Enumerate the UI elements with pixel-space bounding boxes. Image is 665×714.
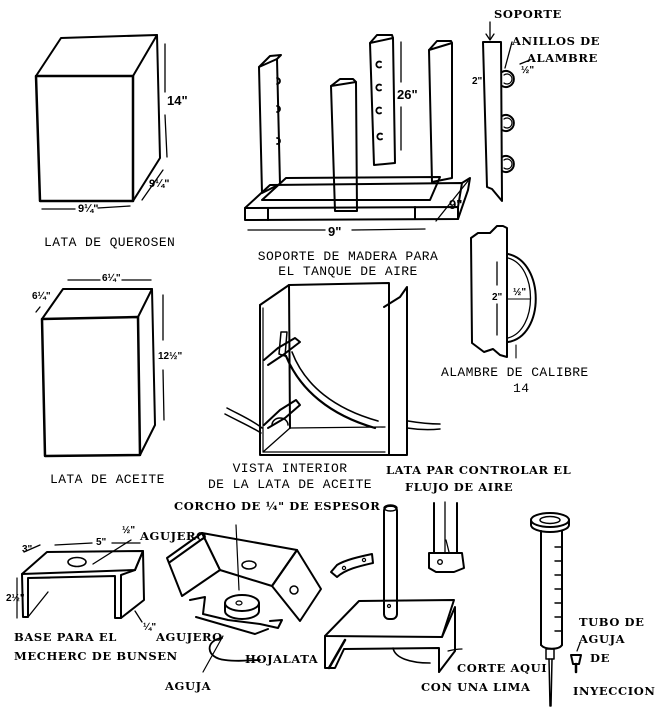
cut-here-label-line2: CON UNA LIMA <box>421 680 531 694</box>
bunsen-base-caption-line1: BASE PARA EL <box>14 630 117 644</box>
cut-here-label-line1: CORTE AQUI <box>457 661 548 675</box>
oil-can-width-label: 6¼" <box>102 273 121 284</box>
needle-tube-label-line4: INYECCION <box>573 684 656 698</box>
bunsen-base-caption-line2: MECHERC DE BUNSEN <box>14 649 178 663</box>
support-label: SOPORTE <box>494 7 562 21</box>
oil-can-height-label: 12½" <box>158 351 183 362</box>
curved-tin-strip-drawing <box>330 553 374 578</box>
ring-gap-label: ½" <box>521 65 535 76</box>
wire-loop-detail-drawing <box>470 225 537 359</box>
burner-stand-drawing <box>324 504 463 673</box>
kerosene-can-width-label: 9¼" <box>78 203 99 215</box>
side-hole-label: AGUJERO <box>156 630 223 644</box>
top-hole-size-label: ½" <box>122 525 136 536</box>
oil-can-interior-drawing <box>224 282 441 456</box>
wood-stand-dimension-lines <box>247 41 469 231</box>
wire-rings-label-line1: ANILLOS DE <box>512 34 601 48</box>
wire-loop-height-label: 2" <box>492 292 503 303</box>
bunsen-base-dimension-lines <box>23 539 143 623</box>
kerosene-can-height-label: 14" <box>167 93 188 108</box>
bunsen-base-drawing <box>16 550 145 619</box>
wood-stand-caption-line2: EL TANQUE DE AIRE <box>278 264 418 279</box>
oil-can-caption: LATA DE ACEITE <box>50 472 165 487</box>
bunsen-base-height-label: 2½" <box>6 593 25 604</box>
support-post-drawing <box>482 21 531 202</box>
kerosene-can-drawing <box>34 34 161 203</box>
needle-tube-label-line3: DE <box>590 651 610 665</box>
oil-can-depth-label: 6¼" <box>32 291 51 302</box>
wire-loop-depth-label: ½" <box>513 287 527 298</box>
wood-stand-depth-label: 9" <box>449 197 463 212</box>
wood-stand-drawing <box>244 34 471 221</box>
airflow-can-drawing <box>428 501 465 573</box>
wood-stand-post-height-label: 26" <box>397 87 418 102</box>
kerosene-can-caption: LATA DE QUEROSEN <box>44 235 176 250</box>
wire-rings-label-line2: ALAMBRE <box>527 51 598 65</box>
needle-tube-label-line2: AGUJA <box>579 632 626 646</box>
wood-stand-caption-line1: SOPORTE DE MADERA PARA <box>257 249 439 264</box>
oil-can-drawing <box>40 288 156 458</box>
bunsen-base-length-label: 5" <box>96 537 107 548</box>
cork-label: CORCHO DE ¼" DE ESPESOR <box>174 499 381 513</box>
kerosene-can-dimension-lines <box>41 43 168 210</box>
needle-tube-label-line1: TUBO DE <box>579 615 645 629</box>
oil-can-dimension-lines <box>35 279 165 421</box>
wood-stand-width-label: 9" <box>328 224 342 239</box>
airflow-can-caption-line2: FLUJO DE AIRE <box>405 480 514 494</box>
interior-view-caption-line2: DE LA LATA DE ACEITE <box>207 477 373 492</box>
airflow-can-caption-line1: LATA PAR CONTROLAR EL <box>386 463 572 477</box>
wire-gauge-caption-line1: ALAMBRE DE CALIBRE <box>441 365 589 380</box>
side-hole-size-label: ¼" <box>143 622 157 633</box>
kerosene-can-depth-label: 9¼" <box>149 178 170 190</box>
interior-view-caption-line1: VISTA INTERIOR <box>232 461 348 476</box>
top-hole-label: AGUJERO <box>140 529 207 543</box>
cork-assembly-drawing <box>166 524 322 673</box>
support-post-width-label: 2" <box>472 76 483 87</box>
tin-plate-label: HOJALATA <box>245 652 319 666</box>
wire-gauge-caption-line2: 14 <box>513 381 530 396</box>
needle-label: AGUJA <box>165 679 212 693</box>
syringe-drawing <box>530 512 582 707</box>
bunsen-base-width-label: 3" <box>22 544 33 555</box>
